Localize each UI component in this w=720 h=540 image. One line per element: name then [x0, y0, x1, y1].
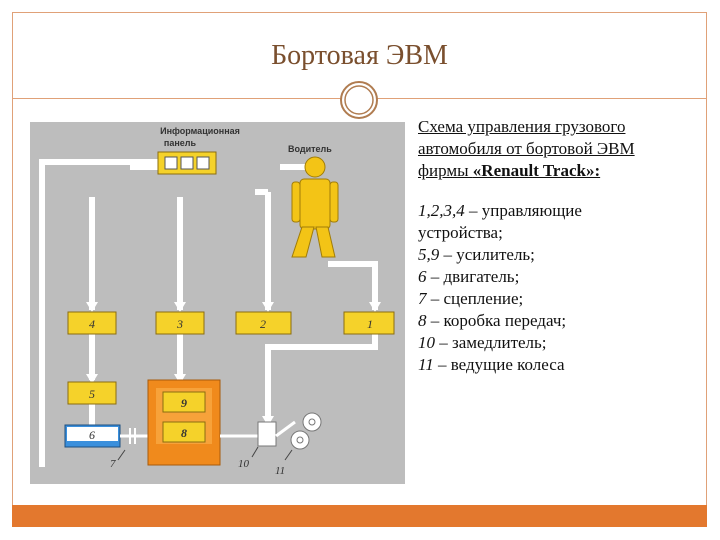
legend-item: 1,2,3,4 – управляющие	[418, 200, 703, 222]
legend-number: 11	[418, 355, 434, 374]
info-panel-label: Информационная	[160, 126, 240, 136]
legend-description: – коробка передач;	[426, 311, 567, 330]
block-label-8: 8	[181, 426, 187, 440]
clutch-7: 7	[110, 428, 148, 470]
bottom-accent-bar	[12, 505, 707, 527]
legend-item: 5,9 – усилитель;	[418, 244, 703, 266]
retarder-10: 10	[220, 420, 296, 470]
description-text: Схема управления грузового автомобиля от…	[418, 116, 703, 376]
info-panel-display-icon	[180, 156, 194, 170]
legend-number: 5,9	[418, 245, 440, 264]
legend-item: 10 – замедлитель;	[418, 332, 703, 354]
legend-description: – ведущие колеса	[433, 355, 565, 374]
heading-line-1: Схема управления грузового	[418, 117, 626, 136]
block-label-6: 6	[89, 428, 95, 442]
heading-line-2: автомобиля от бортовой ЭВМ	[418, 139, 635, 158]
legend-description: – сцепление;	[426, 289, 524, 308]
circle-ornament-icon	[340, 81, 378, 119]
legend-list: 1,2,3,4 – управляющие устройства; 5,9 – …	[418, 200, 703, 376]
heading-brand: «Renault Track»:	[472, 161, 601, 180]
control-device-4: 4	[67, 311, 117, 335]
control-device-2: 2	[235, 311, 292, 335]
legend-number: 10	[418, 333, 435, 352]
legend-item: 8 – коробка передач;	[418, 310, 703, 332]
info-panel-label-2: панель	[164, 138, 197, 148]
legend-description: – замедлитель;	[435, 333, 547, 352]
control-scheme-diagram: Информационная панель Водитель 4 3 2 1 5	[30, 122, 405, 484]
legend-description: – управляющие	[464, 201, 582, 220]
block-label-11: 11	[275, 465, 285, 477]
block-label-5: 5	[89, 387, 95, 401]
legend-number: 8	[418, 311, 427, 330]
legend-description: – двигатель;	[426, 267, 520, 286]
scheme-heading: Схема управления грузового автомобиля от…	[418, 116, 703, 182]
heading-prefix: фирмы	[418, 161, 473, 180]
signal-arrows	[86, 302, 381, 426]
driver-label: Водитель	[288, 144, 332, 154]
legend-number: 7	[418, 289, 427, 308]
heading-line-3: фирмы «Renault Track»:	[418, 160, 703, 182]
legend-item: 6 – двигатель;	[418, 266, 703, 288]
legend-number: 1,2,3,4	[418, 201, 465, 220]
gearbox-unit: 9 8	[147, 379, 221, 466]
drive-wheels-11: 11	[275, 412, 322, 477]
info-panel-display-icon	[164, 156, 178, 170]
slide-title: Бортовая ЭВМ	[271, 40, 448, 71]
legend-description: устройства;	[418, 223, 503, 242]
driver-figure-icon	[291, 156, 339, 258]
legend-number: 6	[418, 267, 427, 286]
info-panel-display-icon	[196, 156, 210, 170]
engine-6: 6	[64, 424, 121, 448]
amplifier-5: 5	[67, 381, 117, 405]
block-label-3: 3	[176, 317, 183, 331]
legend-item: 7 – сцепление;	[418, 288, 703, 310]
legend-item: 11 – ведущие колеса	[418, 354, 703, 376]
block-label-10: 10	[238, 458, 250, 470]
block-label-2: 2	[260, 317, 266, 331]
block-label-7: 7	[110, 458, 116, 470]
legend-item: устройства;	[418, 222, 703, 244]
control-device-3: 3	[155, 311, 205, 335]
block-label-4: 4	[89, 317, 95, 331]
control-device-1: 1	[343, 311, 395, 335]
block-label-9: 9	[181, 396, 187, 410]
legend-description: – усилитель;	[439, 245, 535, 264]
block-label-1: 1	[367, 317, 373, 331]
